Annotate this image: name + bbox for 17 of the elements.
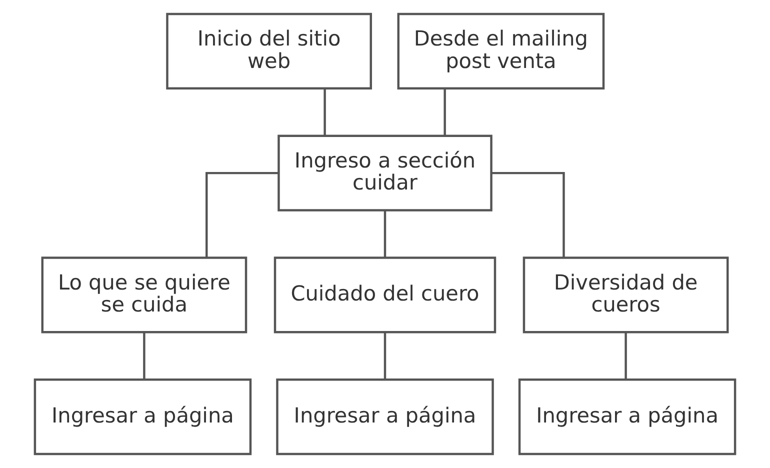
- node-box: Inicio del sitio web: [166, 12, 372, 90]
- node-box: Cuidado del cuero: [274, 256, 496, 334]
- connector: [324, 88, 326, 136]
- connector: [143, 332, 146, 380]
- connector: [624, 332, 627, 380]
- node-box: Desde el mailing post venta: [397, 12, 605, 90]
- node-box: Diversidad de cueros: [522, 256, 729, 334]
- connector: [206, 172, 279, 258]
- connector: [444, 88, 446, 136]
- connector: [384, 210, 386, 258]
- node-box: Ingresar a página: [518, 378, 736, 456]
- connector: [384, 332, 386, 380]
- node-box: Lo que se quiere se cuida: [41, 256, 248, 334]
- connector: [492, 172, 565, 258]
- node-box: Ingreso a sección cuidar: [278, 134, 492, 212]
- node-box: Ingresar a página: [276, 378, 494, 456]
- node-box: Ingresar a página: [34, 378, 252, 456]
